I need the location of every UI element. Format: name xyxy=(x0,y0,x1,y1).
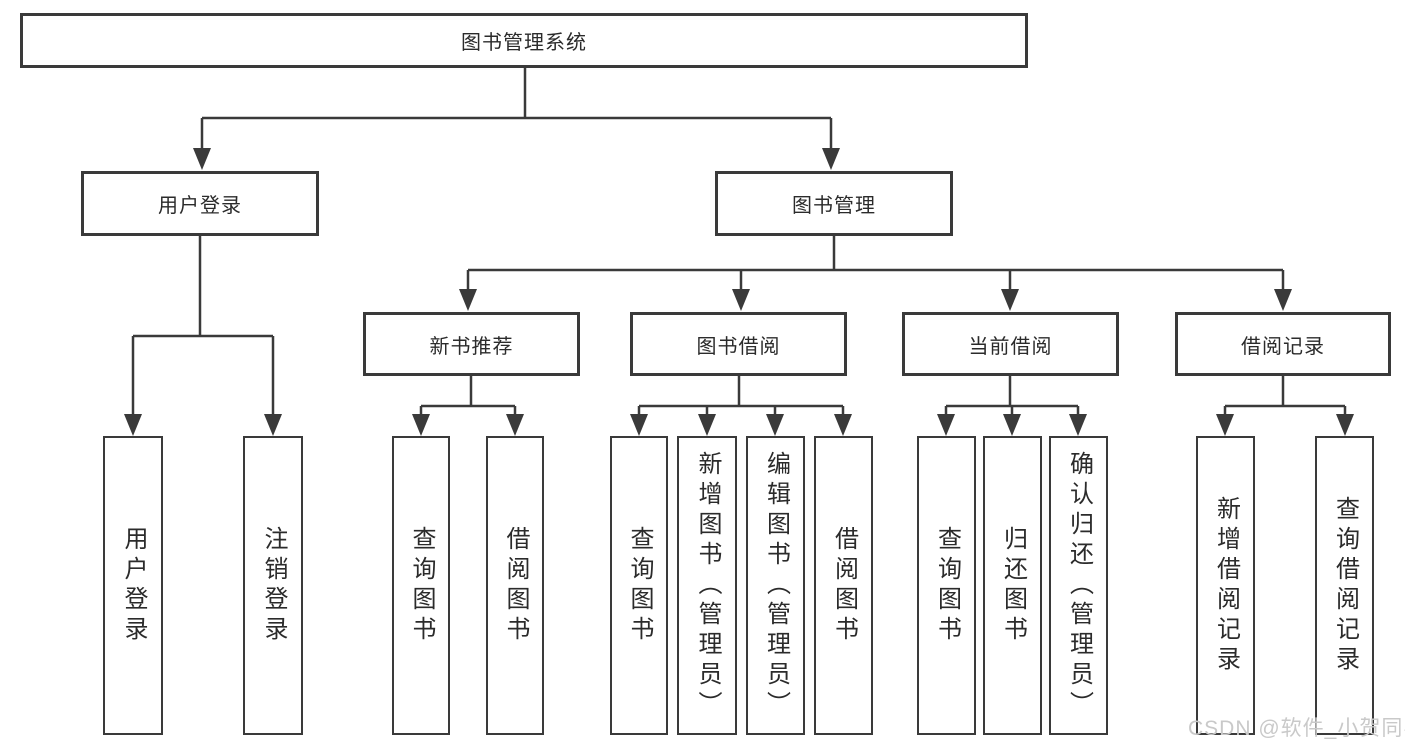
node-new-book-recommend: 新书推荐 xyxy=(363,312,580,376)
leaf-add-book-admin: 新增图书（管理员） xyxy=(677,436,737,735)
node-book-management: 图书管理 xyxy=(715,171,953,236)
node-borrow-record: 借阅记录 xyxy=(1175,312,1391,376)
node-book-borrow: 图书借阅 xyxy=(630,312,847,376)
node-current-borrow: 当前借阅 xyxy=(902,312,1119,376)
leaf-return-book: 归还图书 xyxy=(983,436,1042,735)
leaf-query-book-borrow: 查询图书 xyxy=(610,436,668,735)
leaf-query-borrow-record: 查询借阅记录 xyxy=(1315,436,1374,735)
leaf-borrow-book: 借阅图书 xyxy=(814,436,873,735)
leaf-user-login: 用户登录 xyxy=(103,436,163,735)
leaf-borrow-book-recommend: 借阅图书 xyxy=(486,436,544,735)
leaf-query-book-recommend: 查询图书 xyxy=(392,436,450,735)
node-root-system: 图书管理系统 xyxy=(20,13,1028,68)
leaf-query-book-current: 查询图书 xyxy=(917,436,976,735)
leaf-logout: 注销登录 xyxy=(243,436,303,735)
leaf-edit-book-admin: 编辑图书（管理员） xyxy=(746,436,805,735)
leaf-confirm-return-admin: 确认归还（管理员） xyxy=(1049,436,1108,735)
leaf-add-borrow-record: 新增借阅记录 xyxy=(1196,436,1255,735)
node-user-login: 用户登录 xyxy=(81,171,319,236)
csdn-watermark: CSDN @软件_小贺同学 xyxy=(1188,717,1405,740)
